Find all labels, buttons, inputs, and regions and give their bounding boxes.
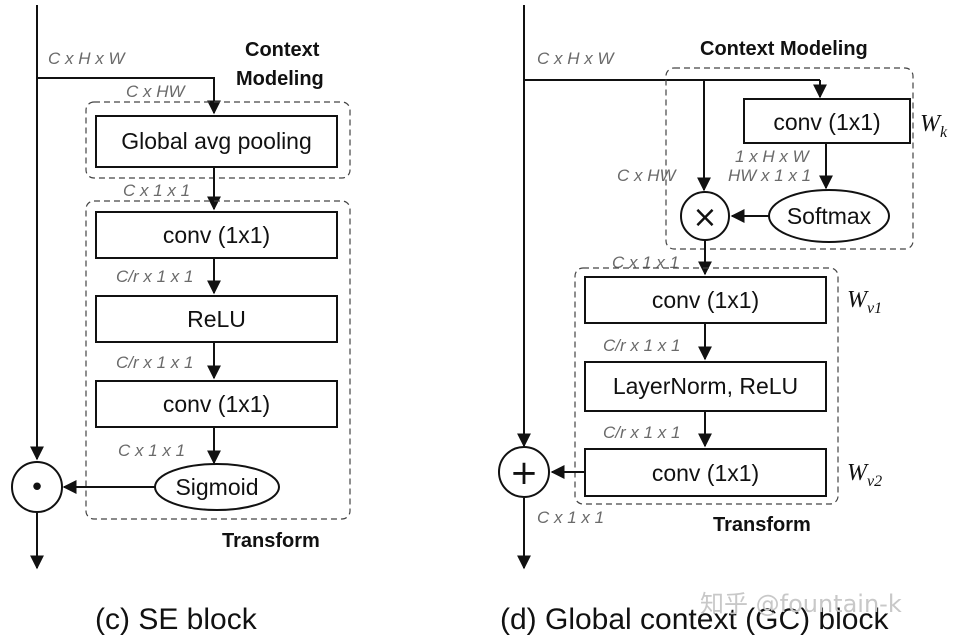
gc-caption: (d) Global context (GC) block	[500, 603, 889, 636]
gc-convv2-label: conv (1x1)	[652, 460, 759, 486]
gc-layernorm-box	[584, 361, 827, 412]
gc-dim-c11-b: C x 1 x 1	[537, 508, 604, 527]
gc-input-dim: C x H x W	[537, 49, 615, 68]
se-transform-title: Transform	[222, 530, 320, 552]
se-caption: (c) SE block	[95, 603, 258, 636]
gc-convv2-box	[584, 448, 827, 497]
se-dim-c11-a: C x 1 x 1	[123, 181, 190, 200]
se-relu-box	[95, 295, 338, 343]
se-input-dim: C x H x W	[48, 49, 126, 68]
se-conv2-label: conv (1x1)	[163, 391, 270, 417]
se-conv1-box	[95, 211, 338, 259]
gc-convv1-box	[584, 276, 827, 324]
se-sigmoid-label: Sigmoid	[175, 474, 258, 500]
gc-dim-1hw: 1 x H x W	[735, 147, 811, 166]
se-block: C x H x W Context Modeling C x HW Global…	[11, 5, 351, 636]
se-scale-op-icon: •	[29, 473, 44, 503]
se-context-title-1: Context	[245, 39, 320, 61]
gc-weight-k: Wk	[920, 111, 948, 141]
watermark: 知乎 @fountain-k	[700, 590, 902, 618]
se-branch-arrow	[37, 77, 221, 115]
se-dim-chw: C x HW	[126, 82, 187, 101]
gc-convv1-label: conv (1x1)	[652, 287, 759, 313]
gc-transform-title: Transform	[713, 514, 811, 536]
gc-transform-group	[574, 267, 839, 505]
se-transform-group	[85, 200, 351, 520]
gc-layernorm-label: LayerNorm, ReLU	[613, 373, 798, 399]
gc-add-op-circle	[498, 446, 550, 498]
gc-matmul-op-icon: ×	[692, 200, 717, 235]
gc-add-op-icon: +	[510, 453, 539, 493]
se-conv2-box	[95, 380, 338, 428]
gc-weight-v2: Wv2	[847, 460, 882, 490]
se-global-pool-box	[95, 115, 338, 168]
gc-convk-label: conv (1x1)	[773, 109, 880, 135]
gc-weight-v1: Wv1	[847, 287, 882, 317]
gc-softmax-label: Softmax	[787, 203, 872, 229]
se-dim-cr11-a: C/r x 1 x 1	[116, 267, 193, 286]
se-relu-label: ReLU	[187, 306, 246, 332]
se-scale-op-circle	[11, 461, 63, 513]
gc-block: C x H x W Context Modeling conv (1x1) Wk…	[498, 5, 948, 636]
gc-dim-c11-a: C x 1 x 1	[612, 253, 679, 272]
gc-convk-box	[743, 98, 911, 144]
gc-context-title: Context Modeling	[700, 38, 868, 60]
se-global-pool-label: Global avg pooling	[121, 128, 312, 154]
gc-context-group	[665, 67, 914, 250]
se-conv1-label: conv (1x1)	[163, 222, 270, 248]
gc-dim-cr11-a: C/r x 1 x 1	[603, 336, 680, 355]
gc-dim-chw: C x HW	[617, 166, 678, 185]
gc-dim-hw11: HW x 1 x 1	[728, 166, 811, 185]
se-context-group	[85, 101, 351, 179]
se-dim-cr11-b: C/r x 1 x 1	[116, 353, 193, 372]
se-dim-c11-b: C x 1 x 1	[118, 441, 185, 460]
se-context-title-2: Modeling	[236, 68, 324, 90]
gc-dim-cr11-b: C/r x 1 x 1	[603, 423, 680, 442]
